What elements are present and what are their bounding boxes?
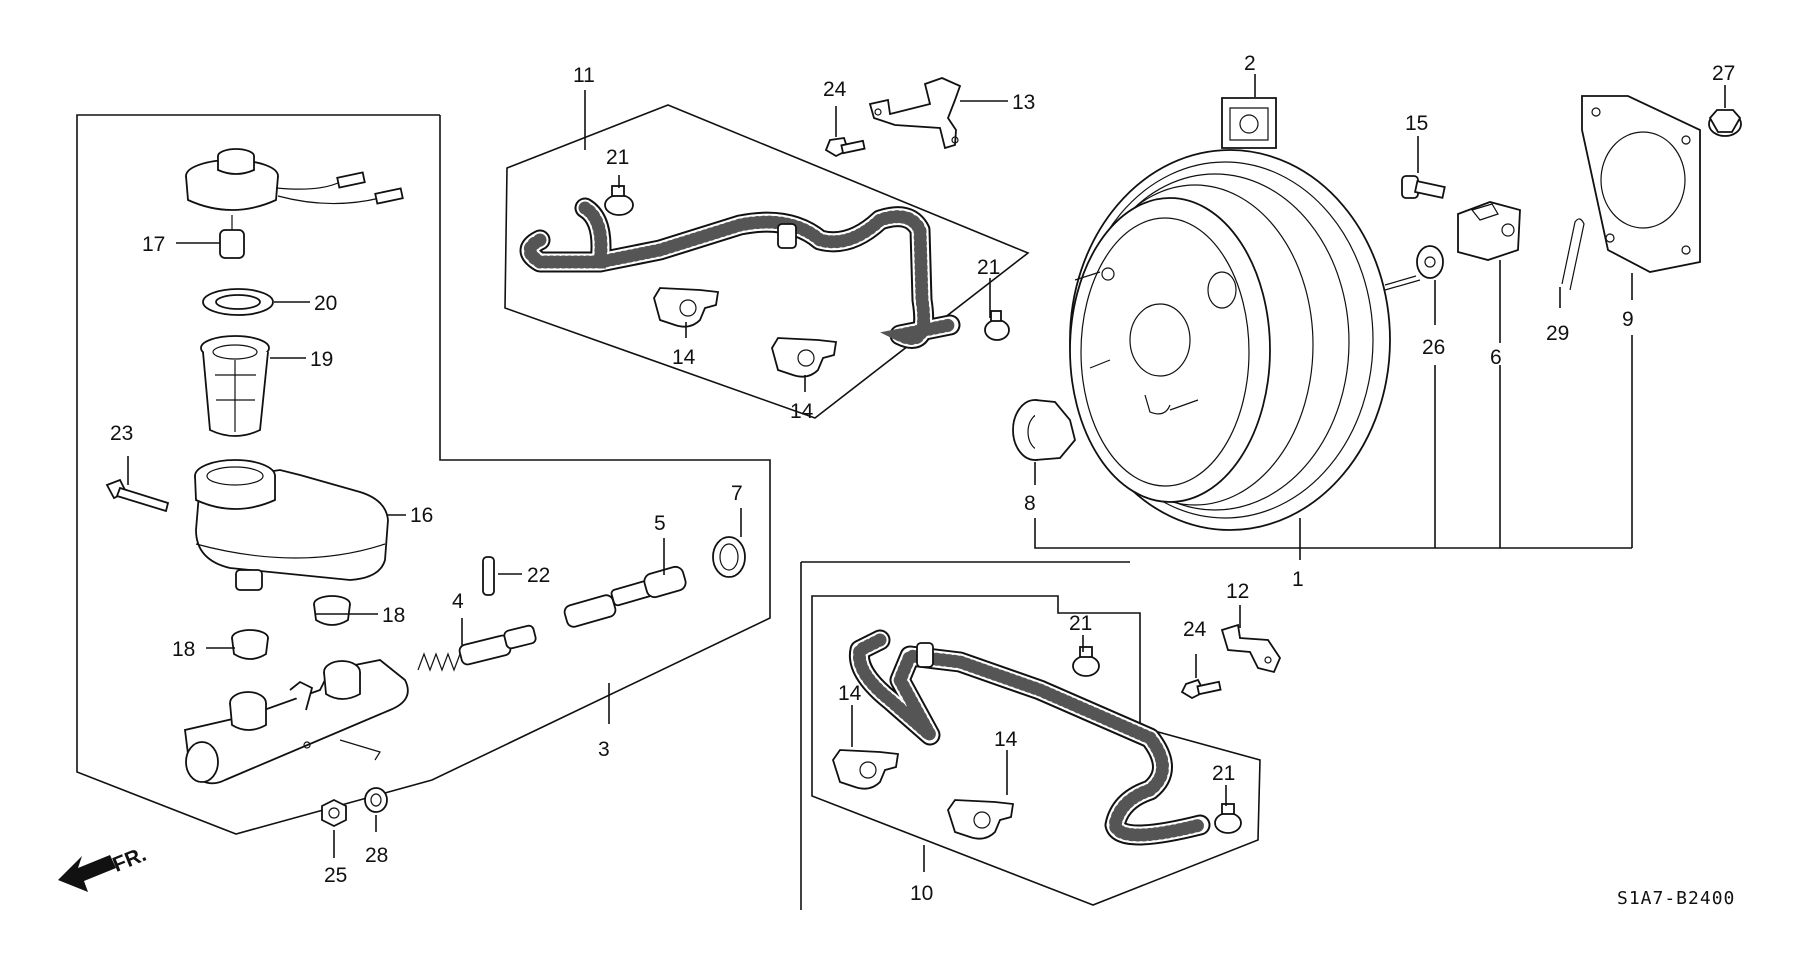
callout-2: 2 <box>1244 52 1256 75</box>
flange-nut <box>1708 109 1742 137</box>
callout-17: 17 <box>142 233 165 256</box>
bracket-bolt-upper <box>824 137 866 158</box>
callout-28: 28 <box>365 844 388 867</box>
callout-18-b: 18 <box>172 638 195 661</box>
callout-21-a: 21 <box>606 146 629 169</box>
hose-clip-lower-1 <box>832 749 900 790</box>
callout-6: 6 <box>1490 346 1502 369</box>
vacuum-hose-lower <box>848 629 1211 846</box>
callout-21-d: 21 <box>1212 762 1235 785</box>
booster-gasket <box>1581 95 1701 273</box>
leader-lines <box>127 74 1726 872</box>
primary-piston <box>563 565 687 628</box>
yoke-clevis <box>1457 201 1521 261</box>
callout-3: 3 <box>598 738 610 761</box>
callout-27: 27 <box>1712 62 1735 85</box>
callout-6-7: 7 <box>731 482 743 505</box>
group-outline-lower-hose <box>811 595 1261 906</box>
hose-clamp-upper-2 <box>984 310 1010 341</box>
reservoir-seal-ring <box>202 288 274 316</box>
front-direction-arrow: FR. <box>58 843 150 892</box>
secondary-piston <box>417 624 537 672</box>
callout-26: 26 <box>1422 336 1445 359</box>
hose-clamp-upper-1 <box>604 185 634 216</box>
reservoir-strainer <box>200 335 270 437</box>
cotter-pin <box>1561 218 1585 291</box>
master-cylinder-body <box>184 659 409 785</box>
stop-pin <box>482 556 495 596</box>
group-outline-master-cylinder <box>76 114 771 835</box>
callout-14-c: 14 <box>838 682 862 705</box>
caution-label <box>1221 97 1277 149</box>
hose-clip-lower-2 <box>947 799 1015 840</box>
booster-seal <box>1012 399 1076 461</box>
clevis-pin <box>1401 175 1446 199</box>
callout-15: 15 <box>1405 112 1428 135</box>
hose-bracket-lower <box>1220 623 1282 674</box>
callout-12: 12 <box>1226 580 1249 603</box>
callout-21-c: 21 <box>1069 612 1092 635</box>
callout-22: 22 <box>527 564 550 587</box>
washer <box>364 787 388 813</box>
callout-4: 4 <box>452 590 464 613</box>
bracket-bolt-lower <box>1180 678 1222 700</box>
callout-24-b: 24 <box>1183 618 1207 641</box>
hose-bracket-upper <box>868 77 962 150</box>
callout-14-d: 14 <box>994 728 1018 751</box>
diagram-code: S1A7-B2400 <box>1617 888 1735 909</box>
callout-21-b: 21 <box>977 256 1000 279</box>
callout-13: 13 <box>1012 91 1035 114</box>
hose-clamp-lower-2 <box>1214 803 1242 834</box>
booster-nut <box>1416 245 1444 279</box>
callout-5: 5 <box>654 512 666 535</box>
reservoir-cap <box>185 148 404 259</box>
reservoir-grommet-upper <box>313 595 351 626</box>
callout-8: 8 <box>1024 492 1036 515</box>
callout-18-a: 18 <box>382 604 405 627</box>
callout-16: 16 <box>410 504 433 527</box>
front-direction-label: FR. <box>110 843 150 877</box>
callout-1: 1 <box>1292 568 1304 591</box>
vacuum-hose-upper <box>519 197 961 349</box>
callout-24-a: 24 <box>823 78 847 101</box>
callout-19: 19 <box>310 348 333 371</box>
reservoir-tank <box>194 459 389 591</box>
callout-29: 29 <box>1546 322 1569 345</box>
hose-clamp-lower-1 <box>1072 646 1100 677</box>
hose-clip-upper-1 <box>653 287 720 328</box>
brake-booster <box>1069 149 1421 531</box>
callout-20: 20 <box>314 292 337 315</box>
reservoir-grommet-lower <box>231 629 269 660</box>
hose-clip-upper-2 <box>771 337 838 378</box>
callout-10: 10 <box>910 882 933 905</box>
callout-25: 25 <box>324 864 347 887</box>
callout-14-a: 14 <box>672 346 696 369</box>
callout-9: 9 <box>1622 308 1634 331</box>
callout-23: 23 <box>110 422 133 445</box>
nut <box>321 798 347 828</box>
reservoir-bolt <box>105 478 170 513</box>
callout-14-b: 14 <box>790 400 814 423</box>
callout-11: 11 <box>573 64 595 87</box>
circlip <box>712 536 746 578</box>
